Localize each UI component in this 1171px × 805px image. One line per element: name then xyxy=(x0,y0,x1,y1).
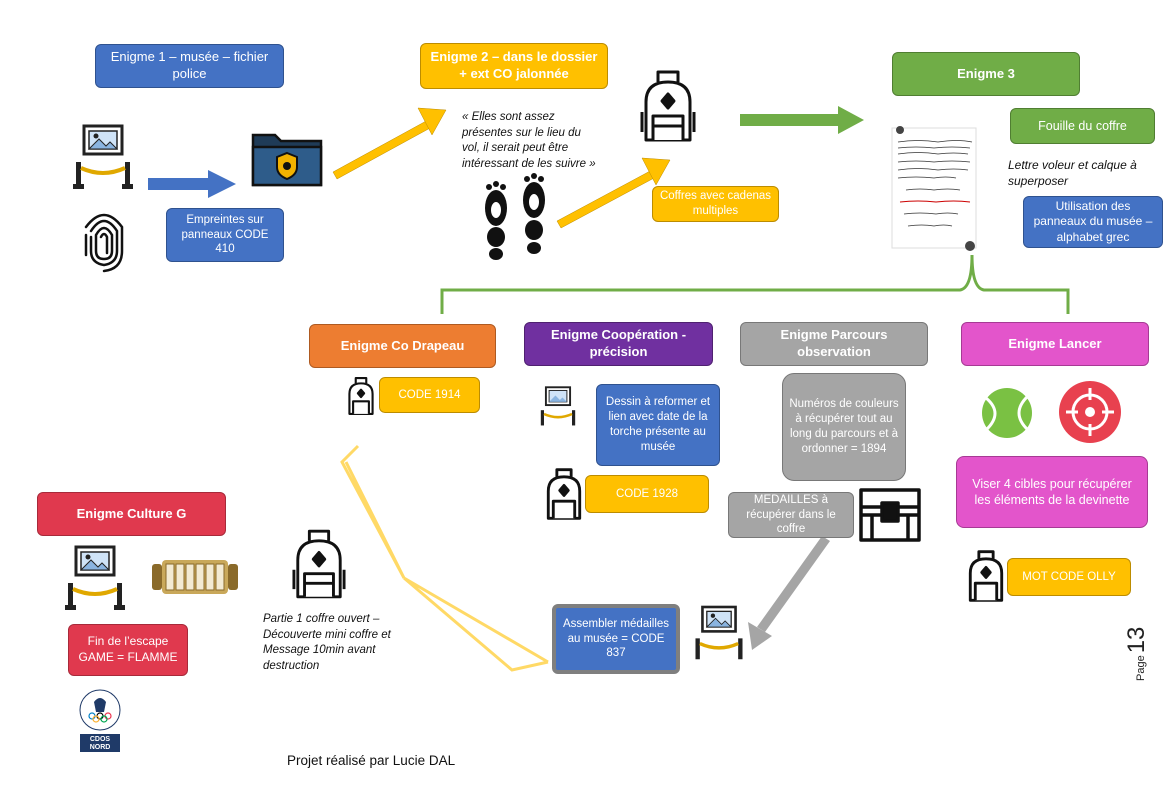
parcours-title: Enigme Parcours observation xyxy=(740,322,928,366)
backpack-icon-partie1 xyxy=(292,529,346,599)
arrow-green xyxy=(740,106,864,134)
viser-box: Viser 4 cibles pour récupérer les élémen… xyxy=(956,456,1148,528)
backpack-icon-small xyxy=(348,377,374,415)
cryptex-icon xyxy=(152,560,238,594)
fingerprint-icon xyxy=(84,213,124,273)
target-icon xyxy=(1059,381,1121,443)
numeros-box: Numéros de couleurs à récupérer tout au … xyxy=(782,373,906,481)
fin-box: Fin de l’escape GAME = FLAMME xyxy=(68,624,188,676)
cooperation-code: CODE 1928 xyxy=(585,475,709,513)
page-number: Page 13 xyxy=(1123,621,1153,681)
enigme2-quote: « Elles sont assez présentes sur le lieu… xyxy=(462,111,596,170)
tennis-ball-icon xyxy=(982,388,1032,438)
panneaux-box: Utilisation des panneaux du musée – alph… xyxy=(1023,196,1163,248)
lettre-text: Lettre voleur et calque à superposer xyxy=(1008,158,1137,189)
logo-sub2: NORD xyxy=(89,743,111,751)
lancer-title: Enigme Lancer xyxy=(961,322,1149,366)
lancer-code: MOT CODE OLLY xyxy=(1007,558,1131,596)
coffres-box: Coffres avec cadenas multiples xyxy=(652,186,779,222)
medailles-box: MEDAILLES à récupérer dans le coffre xyxy=(728,492,854,538)
empreintes-box: Empreintes sur panneaux CODE 410 xyxy=(166,208,284,262)
page-label: Page xyxy=(1135,655,1147,681)
culture-title: Enigme Culture G xyxy=(37,492,226,536)
co-drapeau-title: Enigme Co Drapeau xyxy=(309,324,496,368)
co-drapeau-code: CODE 1914 xyxy=(379,377,480,413)
yellow-bracket xyxy=(340,444,549,672)
green-bracket xyxy=(440,254,1070,314)
treasure-chest-icon xyxy=(859,488,921,542)
backpack-icon-lancer xyxy=(968,550,1004,602)
partie1-text: Partie 1 coffre ouvert – Découverte mini… xyxy=(263,613,391,672)
enigme3-title: Enigme 3 xyxy=(892,52,1080,96)
dessin-box: Dessin à reformer et lien avec date de l… xyxy=(596,384,720,466)
museum-icon-assembler xyxy=(695,605,743,660)
arrow-yellow-2 xyxy=(556,157,671,229)
museum-icon xyxy=(73,124,133,189)
page-num: 13 xyxy=(1123,626,1150,654)
arrow-blue xyxy=(148,170,236,198)
backpack-icon xyxy=(640,70,696,142)
fouille-box: Fouille du coffre xyxy=(1010,108,1155,144)
enigme2-title: Enigme 2 – dans le dossier + ext CO jalo… xyxy=(420,43,608,89)
police-folder-icon xyxy=(251,133,323,187)
museum-icon-small xyxy=(540,386,576,426)
cdos-logo xyxy=(79,689,121,752)
arrow-yellow-1 xyxy=(332,107,447,180)
cooperation-title: Enigme Coopération - précision xyxy=(524,322,713,366)
assembler-box: Assembler médailles au musée = CODE 837 xyxy=(552,604,680,674)
footprints-icon xyxy=(485,173,545,260)
logo-sub: CDOS xyxy=(89,736,111,743)
museum-icon-culture xyxy=(65,545,125,610)
footer-credit: Projet réalisé par Lucie DAL xyxy=(287,753,456,768)
letter-icon xyxy=(891,126,977,251)
enigme1-title: Enigme 1 – musée – fichier police xyxy=(95,44,284,88)
backpack-icon-medium xyxy=(546,468,582,520)
arrow-grey xyxy=(748,536,830,650)
